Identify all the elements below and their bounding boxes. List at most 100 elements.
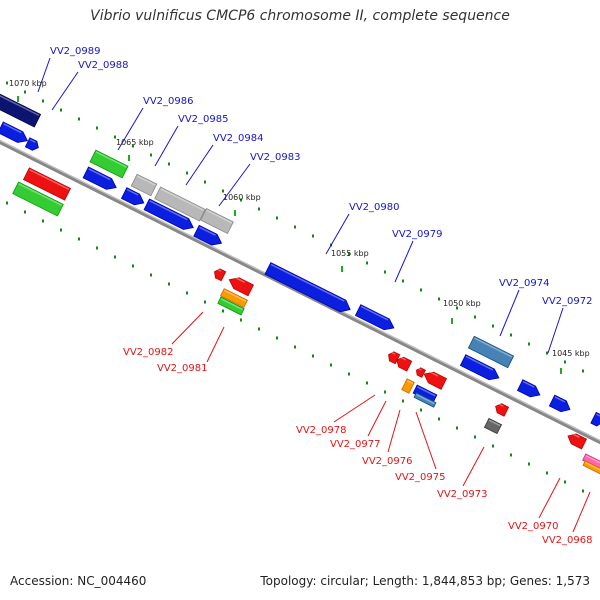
guide-dot	[204, 300, 206, 304]
gene-features	[0, 92, 600, 476]
guide-dot	[24, 90, 26, 94]
gene-blue-0988b	[24, 137, 39, 151]
leader-line-forward	[394, 240, 414, 283]
guide-dot	[42, 219, 44, 223]
guide-dot	[294, 225, 296, 229]
gene-shine	[18, 183, 63, 206]
guide-dot	[582, 489, 584, 493]
guide-dot	[150, 273, 152, 277]
gene-body	[0, 92, 42, 128]
leader-line-forward	[218, 163, 251, 207]
gene-body	[516, 379, 541, 398]
gene-red-0977	[396, 356, 413, 372]
gene-blue-edge	[590, 411, 600, 427]
gene-body	[228, 277, 254, 297]
gene-label-forward: VV2_0980	[349, 202, 400, 213]
gene-shine	[406, 379, 414, 384]
gene-body	[354, 304, 395, 331]
gene-body	[396, 356, 413, 372]
guide-dot	[114, 135, 116, 139]
gene-red-0976b	[423, 369, 448, 390]
guide-dot	[78, 117, 80, 121]
guide-dot	[366, 381, 368, 385]
leader-line-forward	[499, 289, 520, 337]
gene-label-reverse: VV2_0976	[362, 456, 413, 467]
gene-shine	[417, 386, 436, 397]
gene-blue-0980	[264, 262, 351, 313]
gene-label-reverse: VV2_0970	[508, 521, 559, 532]
gene-label-forward: VV2_0985	[178, 114, 229, 125]
gene-shine	[206, 209, 233, 224]
guide-dot	[60, 108, 62, 112]
gene-label-forward: VV2_0986	[143, 96, 194, 107]
gene-shine	[95, 151, 127, 168]
guide-dot	[6, 81, 8, 85]
accession-text: Accession: NC_004460	[10, 574, 147, 588]
gene-shine	[474, 337, 513, 358]
gene-label-reverse: VV2_0968	[542, 535, 593, 546]
gene-body	[264, 262, 351, 313]
tick-label: 1070 kbp	[9, 79, 47, 88]
gene-body	[423, 371, 448, 390]
gene-blue-0972a	[516, 379, 541, 398]
gene-body	[214, 268, 227, 282]
gene-body	[154, 186, 206, 222]
guide-dot	[456, 426, 458, 430]
leader-line-forward	[325, 213, 350, 255]
leader-line-reverse	[415, 411, 437, 470]
gene-blue-0984	[143, 198, 194, 230]
gene-shine	[416, 393, 435, 405]
gene-red-0982b	[228, 275, 254, 297]
gene-red-0976a	[415, 367, 426, 378]
gene-label-reverse: VV2_0981	[157, 363, 208, 374]
guide-dot	[564, 360, 566, 364]
gene-body	[0, 121, 29, 143]
gene-shine	[0, 94, 40, 117]
tick-mark	[560, 368, 562, 374]
guide-dot	[348, 252, 350, 256]
gene-navy-vv2-0989	[0, 92, 42, 128]
gene-shine	[88, 168, 111, 181]
gene-body	[388, 351, 401, 365]
gene-body	[82, 166, 117, 190]
guide-dot	[222, 189, 224, 193]
guide-dot	[384, 390, 386, 394]
gene-body	[467, 335, 515, 369]
gene-red-0970	[567, 432, 588, 450]
guide-dot	[438, 297, 440, 301]
guide-dot	[276, 336, 278, 340]
gene-green-0981	[217, 296, 245, 316]
leader-line-reverse	[367, 400, 387, 437]
label-leader-lines	[37, 57, 591, 533]
guide-dot	[312, 354, 314, 358]
guide-dot	[96, 246, 98, 250]
guide-dot	[330, 363, 332, 367]
gene-shine	[160, 188, 205, 211]
gene-body	[582, 460, 600, 476]
guide-dot	[420, 408, 422, 412]
leader-line-forward	[547, 307, 564, 354]
tick-label: 1065 kbp	[116, 138, 154, 147]
gene-blue-0986	[82, 166, 117, 190]
gene-shine	[29, 169, 70, 191]
leader-line-reverse	[333, 394, 376, 423]
guide-dot	[42, 99, 44, 103]
gene-body	[548, 394, 571, 413]
gene-body	[120, 187, 145, 206]
gene-body	[401, 378, 415, 394]
gene-labels: VV2_0989VV2_0988VV2_0986VV2_0985VV2_0984…	[50, 46, 593, 546]
guide-dot	[546, 471, 548, 475]
tick-label: 1045 kbp	[552, 349, 590, 358]
gene-blue-0972b	[548, 394, 571, 413]
gene-shine	[270, 263, 345, 302]
guide-dot	[294, 345, 296, 349]
guide-dot	[366, 261, 368, 265]
gene-shine	[418, 367, 422, 371]
leader-line-reverse	[206, 326, 225, 363]
gene-shine	[497, 402, 504, 407]
guide-dot	[528, 342, 530, 346]
gene-body	[22, 167, 72, 201]
guide-dot	[348, 372, 350, 376]
guide-dot	[168, 162, 170, 166]
